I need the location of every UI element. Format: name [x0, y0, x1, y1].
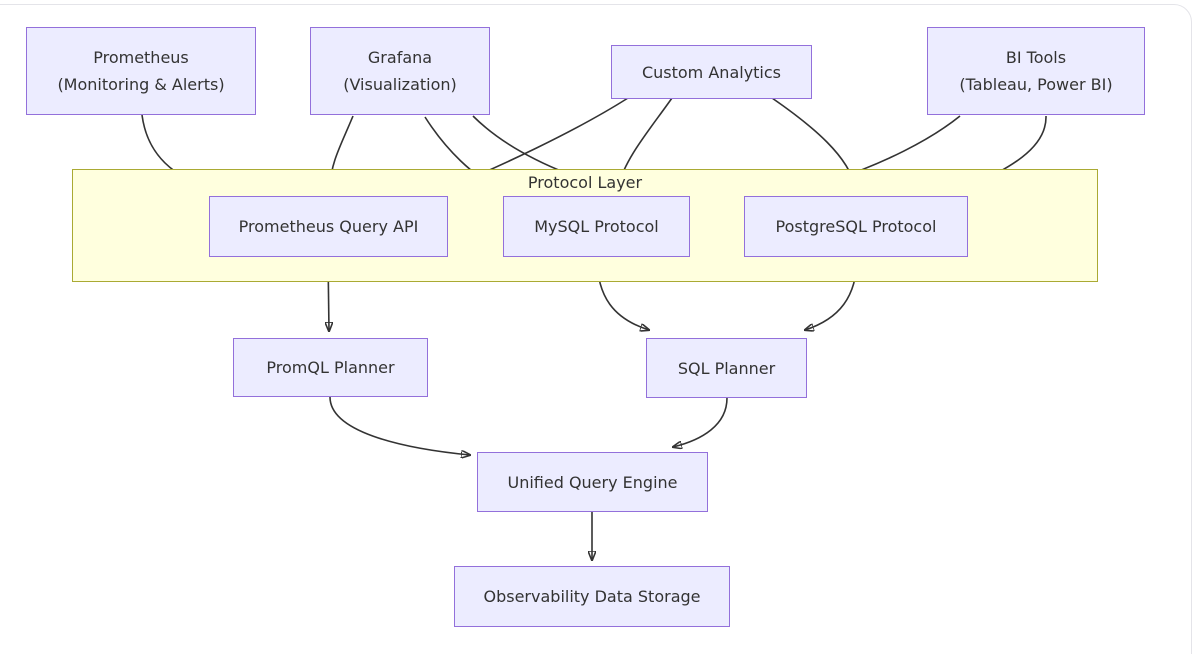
node-label: Prometheus Query API [238, 217, 419, 236]
node-label: Observability Data Storage [483, 587, 701, 606]
node-label: Unified Query Engine [507, 472, 678, 492]
node-mysql-protocol: MySQL Protocol [503, 196, 690, 257]
node-label: Custom Analytics [641, 62, 782, 82]
edge-sql-planner-to-unified-query-engine [673, 397, 728, 447]
node-prometheus: Prometheus (Monitoring & Alerts) [26, 27, 256, 115]
node-prometheus-query-api: Prometheus Query API [209, 196, 448, 257]
node-sublabel: (Monitoring & Alerts) [57, 75, 225, 94]
node-label: SQL Planner [677, 358, 776, 378]
node-bi-tools: BI Tools (Tableau, Power BI) [927, 27, 1145, 115]
node-custom-analytics: Custom Analytics [611, 45, 812, 99]
node-postgresql-protocol: PostgreSQL Protocol [744, 196, 968, 257]
node-unified-query-engine: Unified Query Engine [477, 452, 708, 512]
node-label: Prometheus [93, 48, 189, 67]
node-label: MySQL Protocol [534, 217, 659, 236]
node-label: BI Tools [1005, 48, 1067, 67]
node-label: PostgreSQL Protocol [775, 217, 937, 236]
node-observability-data-storage: Observability Data Storage [454, 566, 730, 627]
protocol-layer-label: Protocol Layer [527, 173, 643, 192]
node-promql-planner: PromQL Planner [233, 338, 428, 397]
node-sublabel: (Tableau, Power BI) [959, 75, 1113, 94]
node-sql-planner: SQL Planner [646, 338, 807, 398]
node-sublabel: (Visualization) [343, 75, 457, 94]
edge-promql-planner-to-unified-query-engine [329, 396, 470, 455]
node-label: PromQL Planner [266, 358, 395, 377]
node-label: Grafana [367, 48, 433, 67]
node-grafana: Grafana (Visualization) [310, 27, 490, 115]
